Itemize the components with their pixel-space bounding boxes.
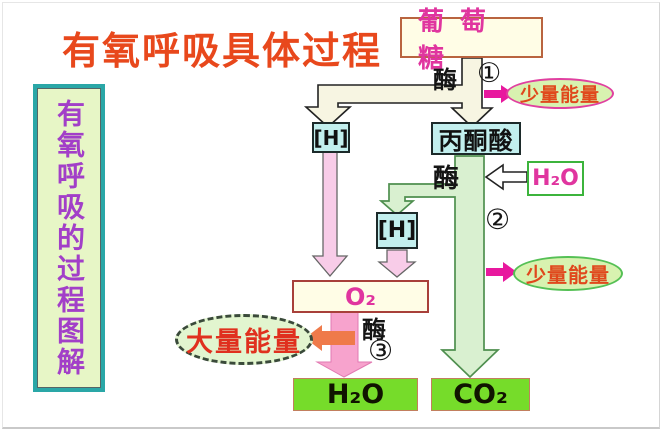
node-pyruvate: 丙酮酸	[431, 122, 521, 155]
node-oxygen: O₂	[292, 280, 429, 313]
label-enzyme-3: 酶	[362, 316, 386, 344]
sidebar-caption-box: 有氧呼吸的过程图解	[33, 84, 105, 392]
energy-small-top: 少量能量	[506, 78, 614, 109]
node-glucose: 葡萄糖	[400, 7, 543, 74]
arrow-hmid-to-o2	[377, 249, 417, 278]
label-enzyme-1: 酶	[433, 66, 457, 94]
label-step-2: ②	[485, 203, 511, 236]
node-h-left: [H]	[312, 122, 350, 153]
label-enzyme-2: 酶	[433, 164, 460, 194]
node-h-mid: [H]	[376, 212, 418, 249]
sidebar-caption-text: 有氧呼吸的过程图解	[53, 98, 86, 378]
label-step-3: ③	[368, 334, 394, 367]
node-co2: CO₂	[431, 378, 530, 411]
arrow-energy-large	[305, 325, 355, 351]
arrow-hleft-to-o2	[311, 151, 349, 278]
arrow-energy-small-mid	[486, 262, 517, 282]
arrow-water-in	[484, 163, 528, 191]
page-title: 有氧呼吸具体过程	[62, 29, 383, 73]
node-water-output: H₂O	[293, 378, 418, 411]
label-step-1: ①	[477, 58, 502, 89]
node-water-input: H₂O	[527, 161, 584, 196]
arrow-pyruvate-to-co2	[378, 155, 501, 379]
energy-small-mid: 少量能量	[513, 256, 623, 291]
energy-large: 大量能量	[175, 314, 313, 365]
arrow-glucose-split	[303, 57, 495, 129]
